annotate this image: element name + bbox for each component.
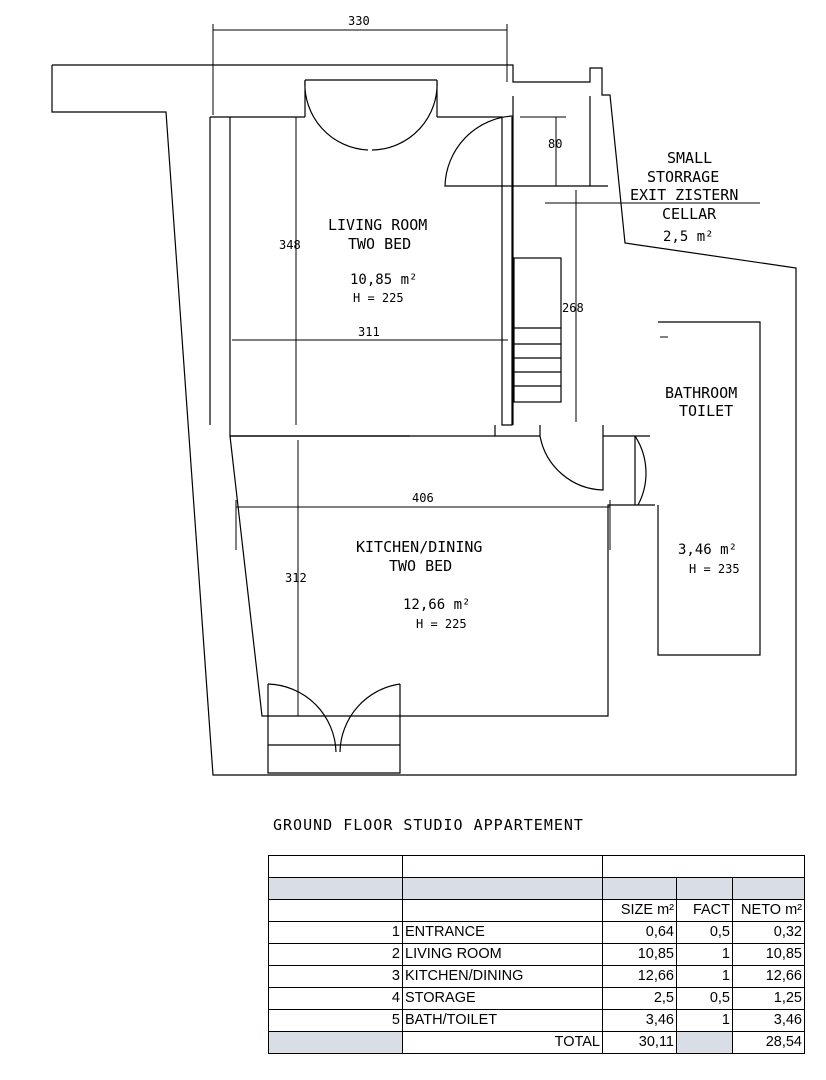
table-header-row: SIZE m² FACT NETO m² [268,899,805,922]
outer-boundary [51,64,797,776]
stairs [513,257,562,403]
col-header-neto: NETO m² [732,899,805,922]
table-row: 4 STORAGE 2,5 0,5 1,25 [268,987,805,1010]
room-storage-line3: EXIT ZISTERN [630,186,738,204]
dim-label-living-width: 311 [358,325,380,339]
room-storage-line4: CELLAR [662,205,717,223]
room-bath-height: H = 235 [689,562,740,576]
room-storage-line2: STORRAGE [647,168,719,186]
room-living-area: 10,85 m² [350,272,417,288]
room-living-name: LIVING ROOM [328,216,427,234]
table-row: 3 KITCHEN/DINING 12,66 1 12,66 [268,965,805,988]
room-bath-subname: TOILET [679,402,733,420]
storage-door [444,115,514,187]
bathroom-door [634,435,647,506]
room-living-subname: TWO BED [348,235,411,253]
area-table: SIZE m² FACT NETO m² 1 ENTRANCE 0,64 0,5… [268,855,805,1054]
room-kitchen-name: KITCHEN/DINING [356,538,482,556]
entrance-door [267,683,401,774]
room-storage-line1: SMALL [667,149,712,167]
total-size: 30,11 [602,1031,677,1054]
total-neto: 28,54 [732,1031,805,1054]
table-row: 1 ENTRANCE 0,64 0,5 0,32 [268,921,805,944]
table-header-shaded [268,877,805,900]
dim-label-kitchen-height: 312 [285,571,307,585]
living-room-walls [209,116,540,437]
table-header-blank [268,855,805,878]
middle-wall [229,425,655,717]
room-living-height: H = 225 [353,291,404,305]
floor-plan: 330 348 311 80 268 406 312 LIVING ROOM T… [51,14,797,776]
room-storage-area: 2,5 m² [663,229,714,245]
passage-door [539,435,604,491]
living-door [304,79,438,151]
dim-label-door-gap: 80 [548,137,562,151]
dim-label-top: 330 [348,14,370,28]
total-label: TOTAL [402,1031,603,1054]
dim-label-stair: 268 [562,301,584,315]
room-kitchen-height: H = 225 [416,617,467,631]
room-bath-name: BATHROOM [665,384,737,402]
room-kitchen-subname: TWO BED [389,557,452,575]
col-header-fact: FACT [676,899,733,922]
table-total-row: TOTAL 30,11 28,54 [268,1031,805,1054]
col-header-size: SIZE m² [602,899,677,922]
room-bath-area: 3,46 m² [678,542,737,558]
table-row: 5 BATH/TOILET 3,46 1 3,46 [268,1009,805,1032]
bathroom-walls [634,321,761,656]
room-kitchen-area: 12,66 m² [403,597,470,613]
dim-label-kitchen-width: 406 [412,491,434,505]
dim-label-living-height: 348 [279,238,301,252]
table-row: 2 LIVING ROOM 10,85 1 10,85 [268,943,805,966]
sheet-title: GROUND FLOOR STUDIO APPARTEMENT [273,816,584,834]
